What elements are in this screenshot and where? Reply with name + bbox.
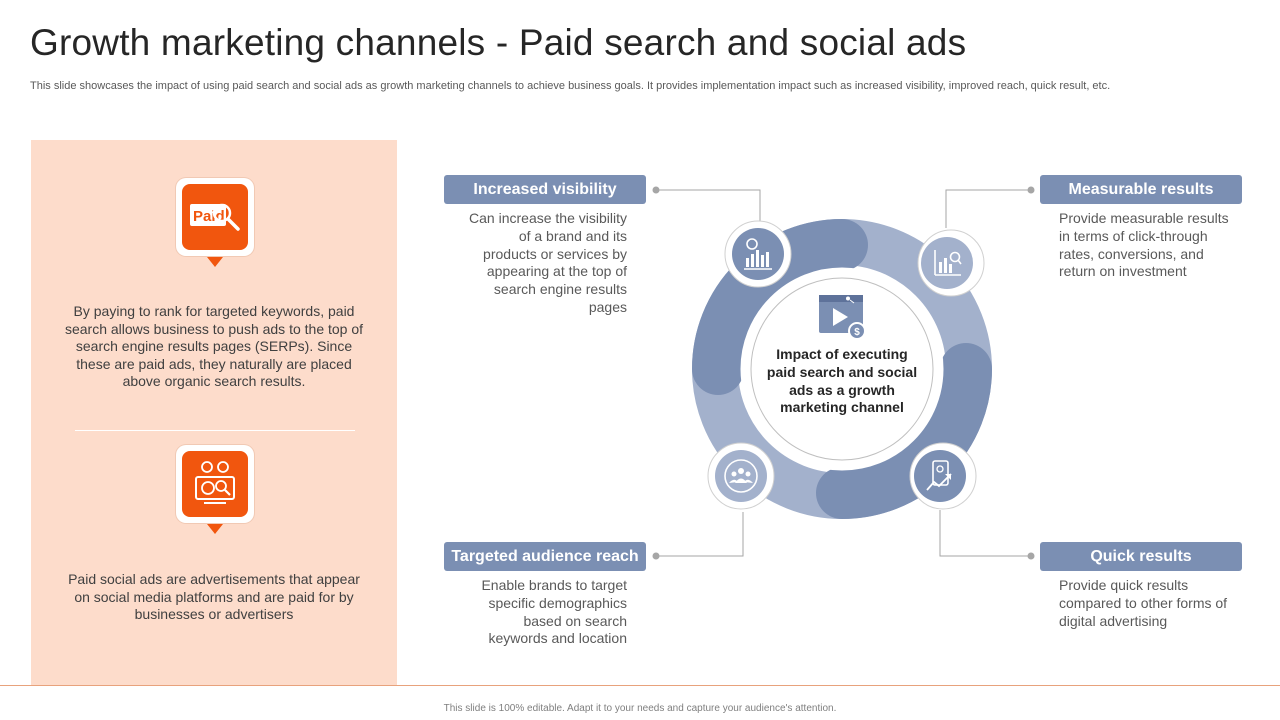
page-title: Growth marketing channels - Paid search … — [30, 22, 967, 63]
label-increased-visibility: Increased visibility — [444, 175, 646, 204]
connector-dot-measurable — [1027, 186, 1035, 194]
social-ads-icon — [182, 451, 248, 517]
connector-dot-quick — [1027, 552, 1035, 560]
connector-quick — [939, 510, 1031, 557]
center-circle-outline — [750, 277, 934, 461]
svg-text:$: $ — [854, 327, 860, 338]
footer-note: This slide is 100% editable. Adapt it to… — [443, 703, 837, 714]
social-ads-pin — [207, 524, 223, 534]
left-divider — [75, 430, 355, 431]
diagram-center-text: Impact of executing paid search and soci… — [766, 346, 918, 416]
audience-icon — [707, 442, 775, 510]
desc-quick-results: Provide quick results compared to other … — [1059, 577, 1228, 629]
connector-dot-audience — [652, 552, 660, 560]
paid-icon-text: Paid — [193, 208, 225, 225]
bar-chart-icon — [724, 220, 792, 288]
connector-measurable — [945, 189, 1031, 228]
label-targeted-audience-reach: Targeted audience reach — [444, 542, 646, 571]
paid-search-pin — [207, 257, 223, 267]
desc-targeted-audience-reach: Enable brands to target specific demogra… — [481, 577, 627, 647]
connector-visibility — [656, 189, 761, 222]
social-ads-card — [176, 445, 254, 523]
paid-search-icon: Paid — [182, 184, 248, 250]
desc-measurable-results: Provide measurable results in terms of c… — [1059, 210, 1229, 280]
label-quick-results: Quick results — [1040, 542, 1242, 571]
video-ad-icon: $ — [819, 295, 866, 340]
mobile-growth-icon — [909, 442, 977, 510]
desc-increased-visibility: Can increase the visibility of a brand a… — [469, 210, 627, 315]
paid-search-text: By paying to rank for targeted keywords,… — [64, 303, 364, 390]
connector-dot-visibility — [652, 186, 660, 194]
social-ads-text: Paid social ads are advertisements that … — [68, 571, 360, 623]
footer-divider — [0, 685, 1280, 686]
connector-audience — [656, 512, 744, 557]
paid-search-card: Paid — [176, 178, 254, 256]
analytics-icon — [917, 229, 985, 297]
page-subtitle: This slide showcases the impact of using… — [30, 80, 1111, 92]
label-measurable-results: Measurable results — [1040, 175, 1242, 204]
